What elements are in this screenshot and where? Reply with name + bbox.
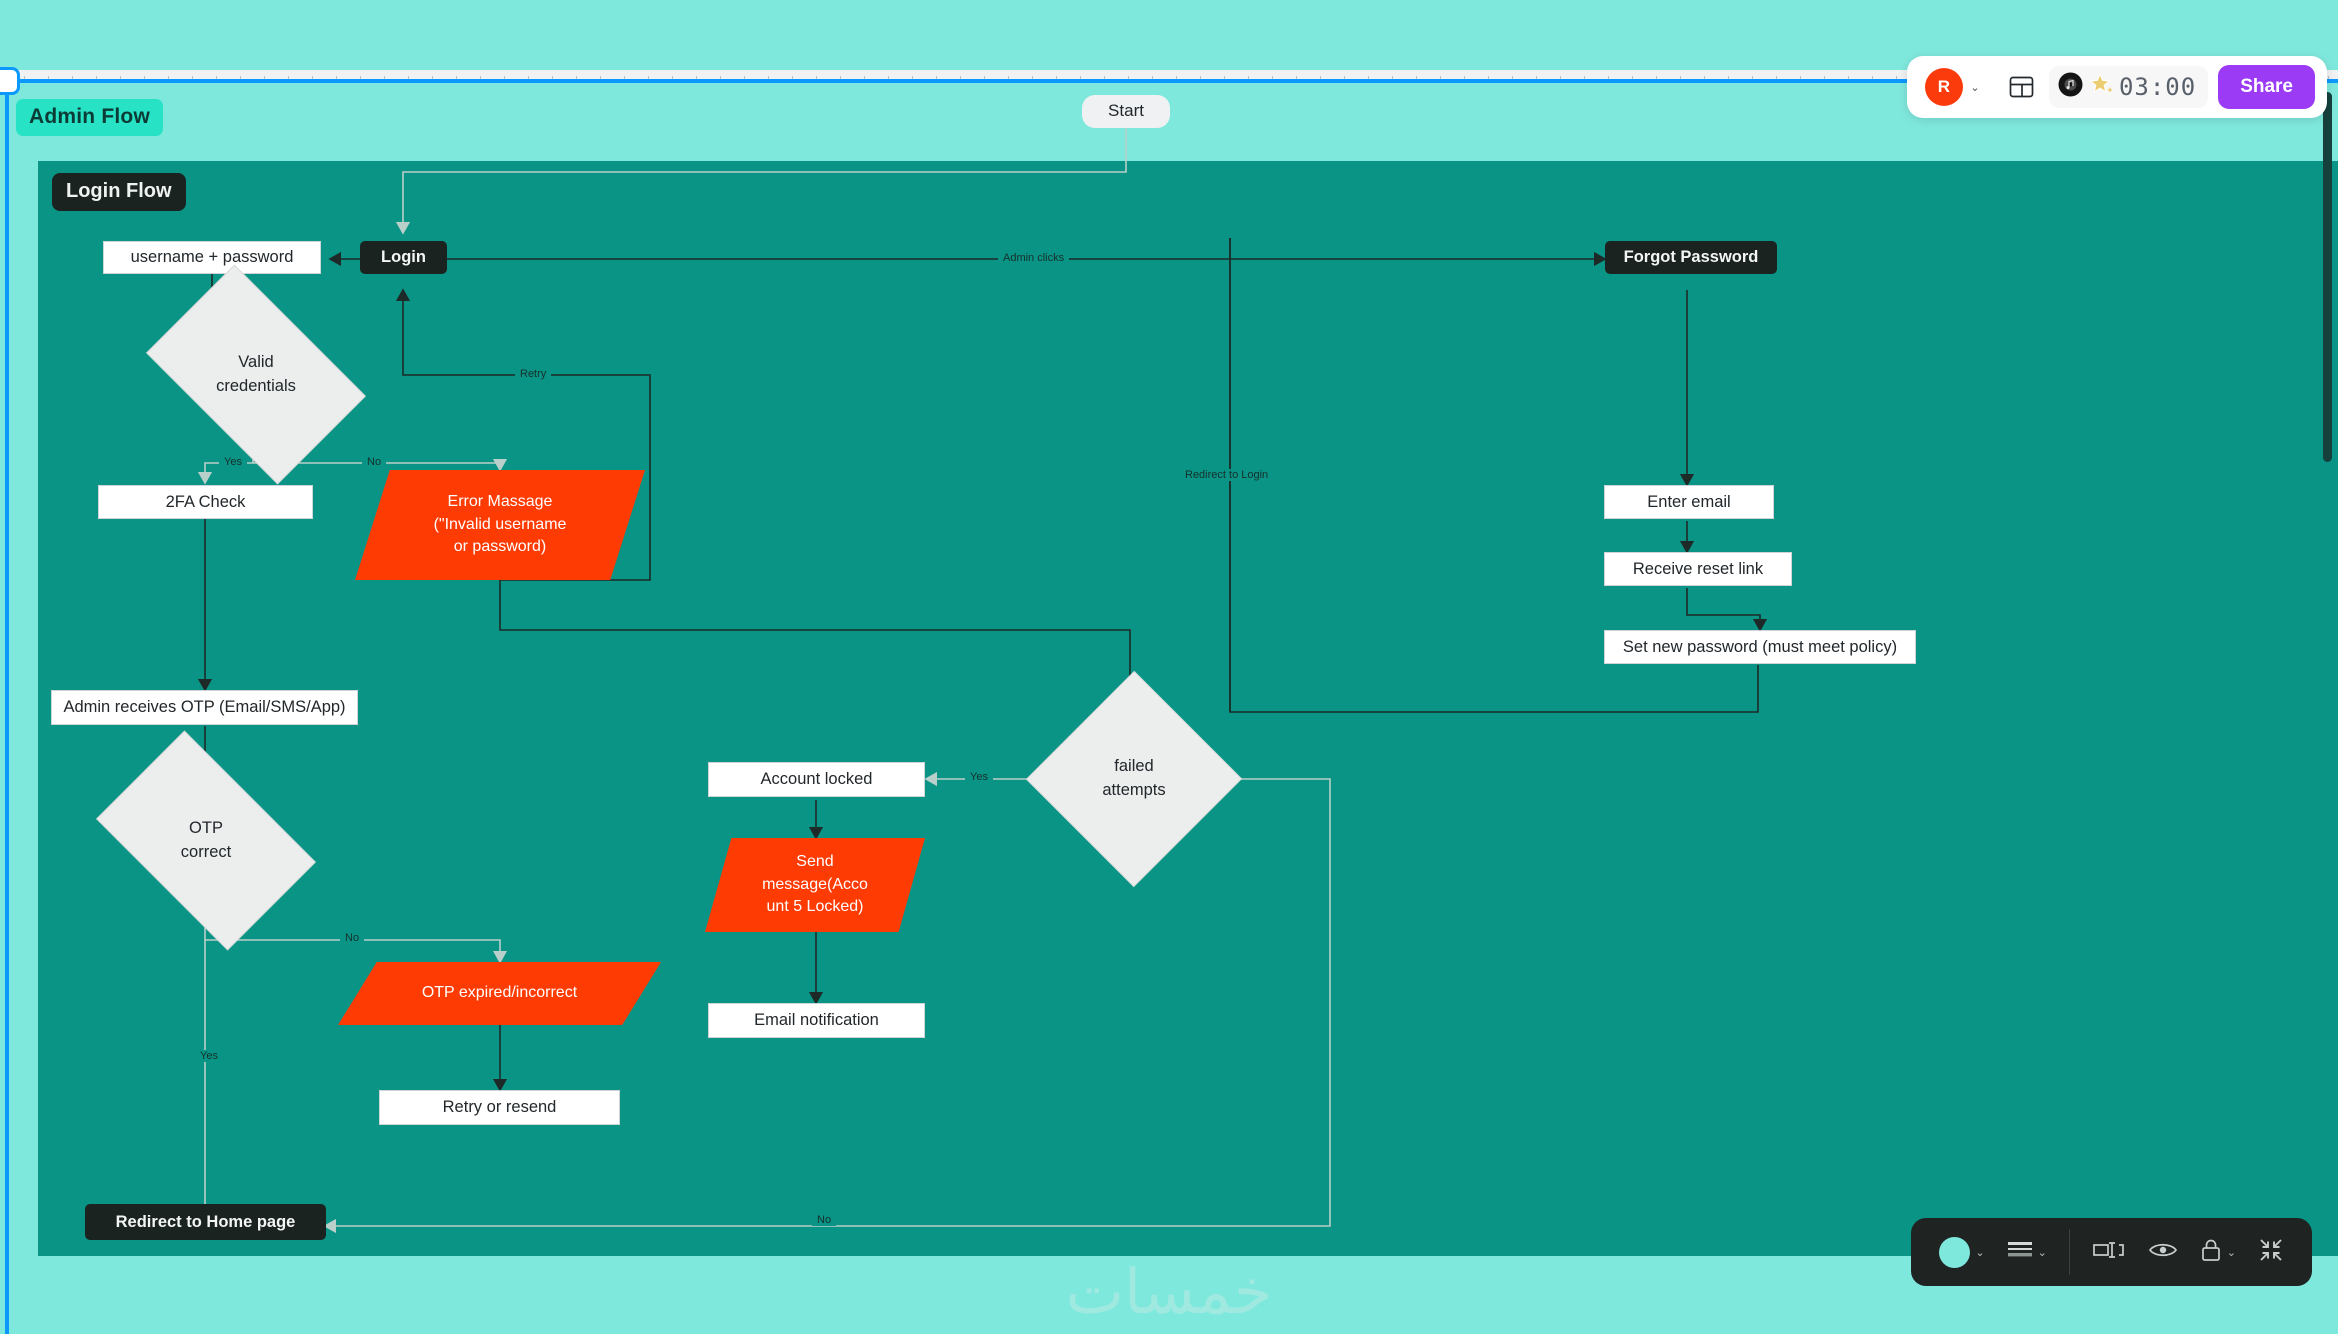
collapse-arrows-icon[interactable] [2258, 1237, 2284, 1268]
lock-button[interactable]: ⌄ [2190, 1218, 2246, 1286]
toolbar-divider [2068, 1229, 2070, 1275]
lock-icon[interactable] [2200, 1238, 2222, 1267]
frame-spacing-icon[interactable] [2092, 1237, 2126, 1268]
node-otp-expired[interactable]: OTP expired/incorrect [338, 962, 661, 1025]
selection-handle-top-left[interactable] [0, 67, 20, 95]
star-sparkle-icon [2088, 71, 2115, 103]
avatar[interactable]: R [1924, 68, 1963, 106]
bottom-toolbar: ⌄ ⌄ [1911, 1218, 2312, 1286]
login-flow-frame-title[interactable]: Login Flow [52, 173, 186, 211]
ruler-strip [0, 70, 2338, 81]
node-2fa-check[interactable]: 2FA Check [98, 485, 313, 519]
node-redirect-home-page[interactable]: Redirect to Home page [85, 1204, 326, 1240]
node-login[interactable]: Login [360, 241, 447, 274]
share-button[interactable]: Share [2218, 65, 2315, 109]
stroke-lines-icon[interactable] [2007, 1240, 2033, 1265]
edge-label-admin-clicks: Admin clicks [998, 252, 1070, 264]
edge-label-failed-yes: Yes [965, 771, 993, 783]
edge-label-retry: Retry [515, 368, 552, 380]
node-forgot-password[interactable]: Forgot Password [1605, 241, 1777, 274]
node-receive-reset-link[interactable]: Receive reset link [1604, 552, 1792, 586]
collapse-button[interactable] [2248, 1218, 2294, 1286]
node-admin-receives-otp[interactable]: Admin receives OTP (Email/SMS/App) [51, 690, 358, 725]
edge-label-otp-yes: Yes [195, 1050, 223, 1062]
top-toolbar: R ⌄ 03:00 Share [1906, 56, 2327, 118]
selection-edge-left[interactable] [5, 79, 9, 1334]
lock-chevron-down-icon[interactable]: ⌄ [2226, 1246, 2236, 1259]
edge-label-valid-yes: Yes [219, 456, 247, 468]
edge-label-otp-no: No [340, 932, 365, 944]
color-swatch[interactable] [1939, 1236, 1971, 1268]
node-set-new-password[interactable]: Set new password (must meet policy) [1604, 630, 1916, 664]
watermark: خمسات [1065, 1255, 1273, 1328]
node-retry-or-resend[interactable]: Retry or resend [379, 1090, 620, 1125]
node-enter-email[interactable]: Enter email [1604, 485, 1774, 519]
eye-visibility-icon[interactable] [2148, 1240, 2178, 1265]
frame-spacing-button[interactable] [2082, 1218, 2136, 1286]
stroke-style-button[interactable]: ⌄ [1997, 1218, 2057, 1286]
node-email-notification[interactable]: Email notification [708, 1003, 925, 1038]
selection-edge-top[interactable] [0, 79, 2338, 83]
timer-widget[interactable]: 03:00 [2048, 66, 2209, 108]
color-chevron-down-icon[interactable]: ⌄ [1975, 1246, 1985, 1259]
node-account-locked[interactable]: Account locked [708, 762, 925, 797]
avatar-chevron-down-icon[interactable]: ⌄ [1970, 81, 1980, 94]
node-start[interactable]: Start [1082, 95, 1170, 128]
visibility-button[interactable] [2138, 1218, 2188, 1286]
color-picker-button[interactable]: ⌄ [1929, 1218, 1994, 1286]
music-disc-icon [2057, 71, 2084, 103]
node-username-password[interactable]: username + password [103, 241, 321, 274]
edge-label-redirect-to-login: Redirect to Login [1180, 469, 1274, 481]
node-otp-expired-label: OTP expired/incorrect [421, 984, 578, 1002]
edge-label-failed-no: No [812, 1214, 837, 1226]
stroke-chevron-down-icon[interactable]: ⌄ [2037, 1246, 2047, 1259]
vertical-scrollbar[interactable] [2323, 92, 2332, 462]
edge-label-valid-no: No [362, 456, 387, 468]
ruler-ticks [0, 76, 2338, 81]
layout-panel-icon[interactable] [2005, 70, 2039, 104]
timer-value: 03:00 [2118, 73, 2197, 101]
admin-flow-frame-title[interactable]: Admin Flow [16, 99, 163, 136]
